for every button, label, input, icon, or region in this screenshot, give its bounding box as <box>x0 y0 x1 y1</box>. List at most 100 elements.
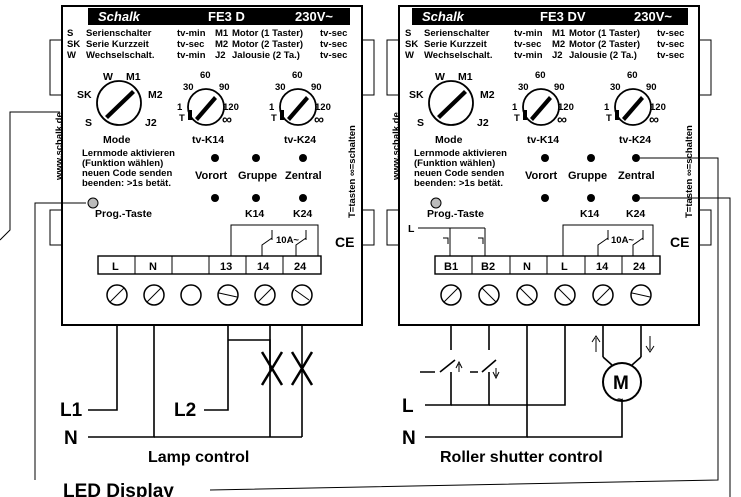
left-header-bar <box>88 8 350 25</box>
wire-label-l: L <box>402 396 414 417</box>
ce-mark: CE <box>670 234 689 250</box>
learn-text: (Funktion wählen) <box>82 158 163 169</box>
right-relay-schematic: 10A~ <box>562 224 654 256</box>
terminal-label: 14 <box>596 261 609 273</box>
motor-mode-time: tv-sec <box>320 50 347 61</box>
motor-letter: M <box>613 373 629 394</box>
motor-symbol: M ~ <box>602 362 642 406</box>
led-label: Vorort <box>195 170 228 182</box>
mode-label: Mode <box>103 134 131 146</box>
timer-scale-label: 120 <box>558 102 574 113</box>
relay-label: K14 <box>580 208 599 220</box>
prog-button[interactable] <box>87 197 99 209</box>
led-display-label: LED Display <box>63 481 174 497</box>
motor-mode-code: J2 <box>552 50 563 61</box>
mode-time: tv-sec <box>177 39 204 50</box>
led-zentral <box>299 154 307 162</box>
motor-mode-time: tv-sec <box>657 39 684 50</box>
led-vorort <box>211 154 219 162</box>
motor-mode-code: M2 <box>215 39 228 50</box>
mode-code: W <box>405 50 414 61</box>
terminal-label: B2 <box>481 261 495 273</box>
mode-code: SK <box>67 39 80 50</box>
led-indicator <box>211 194 219 202</box>
relay-label: K24 <box>626 208 645 220</box>
right-mode-legend: S Serienschalter tv-min SK Serie Kurzzei… <box>405 28 684 61</box>
website-label: www.schalk.de <box>54 112 65 181</box>
timer-scale-label: T <box>514 113 520 124</box>
left-screw-terminals <box>106 284 313 306</box>
mode-code: S <box>67 28 73 39</box>
learn-text: neuen Code senden <box>414 168 504 179</box>
relay-rating: 10A~ <box>276 235 299 246</box>
right-timer-dial-k14[interactable]: 30 60 90 1 120 T ∞ tv-K14 <box>512 70 574 146</box>
left-relay-schematic: 10A~ <box>230 224 319 256</box>
left-caption: Lamp control <box>148 449 249 466</box>
right-mode-dial[interactable]: W M1 SK M2 S J2 Mode <box>409 71 495 146</box>
led-label: Gruppe <box>238 170 277 182</box>
mode-time: tv-min <box>514 50 543 61</box>
learn-text: neuen Code senden <box>82 168 172 179</box>
mode-name: Serienschalter <box>424 28 490 39</box>
terminal-label: L <box>112 261 119 273</box>
timer-scale-label: 1 <box>269 102 275 113</box>
motor-mode-time: tv-sec <box>657 28 684 39</box>
timer-scale-label: 30 <box>183 82 194 93</box>
led-gruppe <box>587 154 595 162</box>
right-caption: Roller shutter control <box>440 449 603 466</box>
timer-scale-label: 1 <box>512 102 518 113</box>
learn-text: Lernmode aktivieren <box>82 148 175 159</box>
timer-scale-label: 60 <box>200 70 211 81</box>
led-gruppe <box>252 154 260 162</box>
mode-time: tv-sec <box>514 39 541 50</box>
left-model: FE3 D <box>208 9 245 24</box>
prog-button[interactable] <box>430 197 442 209</box>
right-timer-dial-k24[interactable]: 30 60 90 1 120 T ∞ tv-K24 <box>604 70 666 146</box>
timer-scale-label: T <box>606 113 612 124</box>
terminal-label: 13 <box>220 261 232 273</box>
right-brand-logo: Schalk <box>422 9 465 24</box>
mode-dial-label: M2 <box>148 89 163 101</box>
right-device: Schalk FE3 DV 230V~ S Serienschalter tv-… <box>386 5 712 466</box>
mode-name: Serie Kurzzeit <box>424 39 488 50</box>
mode-label: Mode <box>435 134 463 146</box>
terminal-label: 24 <box>633 261 646 273</box>
timer-scale-label: 90 <box>646 82 657 93</box>
terminal-label: 24 <box>294 261 307 273</box>
timer-scale-label: ∞ <box>649 111 659 127</box>
timer-scale-label: T <box>271 113 277 124</box>
left-wiring <box>88 325 314 438</box>
left-mode-legend: S Serienschalter tv-min SK Serie Kurzzei… <box>67 28 347 61</box>
mode-name: Wechselschalt. <box>86 50 154 61</box>
motor-mode-time: tv-sec <box>320 39 347 50</box>
motor-mode-name: Motor (2 Taster) <box>232 39 303 50</box>
led-display-leaders <box>0 111 731 497</box>
left-timer-dial-k14[interactable]: 30 60 90 1 120 T ∞ tv-K14 <box>177 70 239 146</box>
mode-time: tv-min <box>514 28 543 39</box>
led-label: Zentral <box>285 170 322 182</box>
timer-scale-label: 90 <box>219 82 230 93</box>
led-k14 <box>252 194 260 202</box>
timer-scale-label: 30 <box>518 82 529 93</box>
terminal-label: 14 <box>257 261 270 273</box>
motor-mode-code: M2 <box>552 39 565 50</box>
timer-scale-label: 60 <box>627 70 638 81</box>
led-k24 <box>632 194 640 202</box>
left-mode-dial[interactable]: W M1 SK M2 S J2 Mode <box>77 71 163 146</box>
timer-label: tv-K24 <box>619 134 651 146</box>
right-header-bar <box>412 8 688 25</box>
wire-label-n: N <box>402 428 416 449</box>
terminal-label: N <box>149 261 157 273</box>
timer-scale-label: T <box>179 113 185 124</box>
left-timer-dial-k24[interactable]: 30 60 90 1 120 T ∞ tv-K24 <box>269 70 331 146</box>
wire-label-l2: L2 <box>174 400 196 421</box>
led-label: Zentral <box>618 170 655 182</box>
timer-label: tv-K14 <box>527 134 559 146</box>
relay-label: K14 <box>245 208 264 220</box>
mode-name: Wechselschalt. <box>424 50 492 61</box>
learn-text: (Funktion wählen) <box>414 158 495 169</box>
motor-mode-code: M1 <box>552 28 566 39</box>
mode-dial-label: S <box>417 117 424 129</box>
mode-dial-label: M1 <box>458 71 473 83</box>
